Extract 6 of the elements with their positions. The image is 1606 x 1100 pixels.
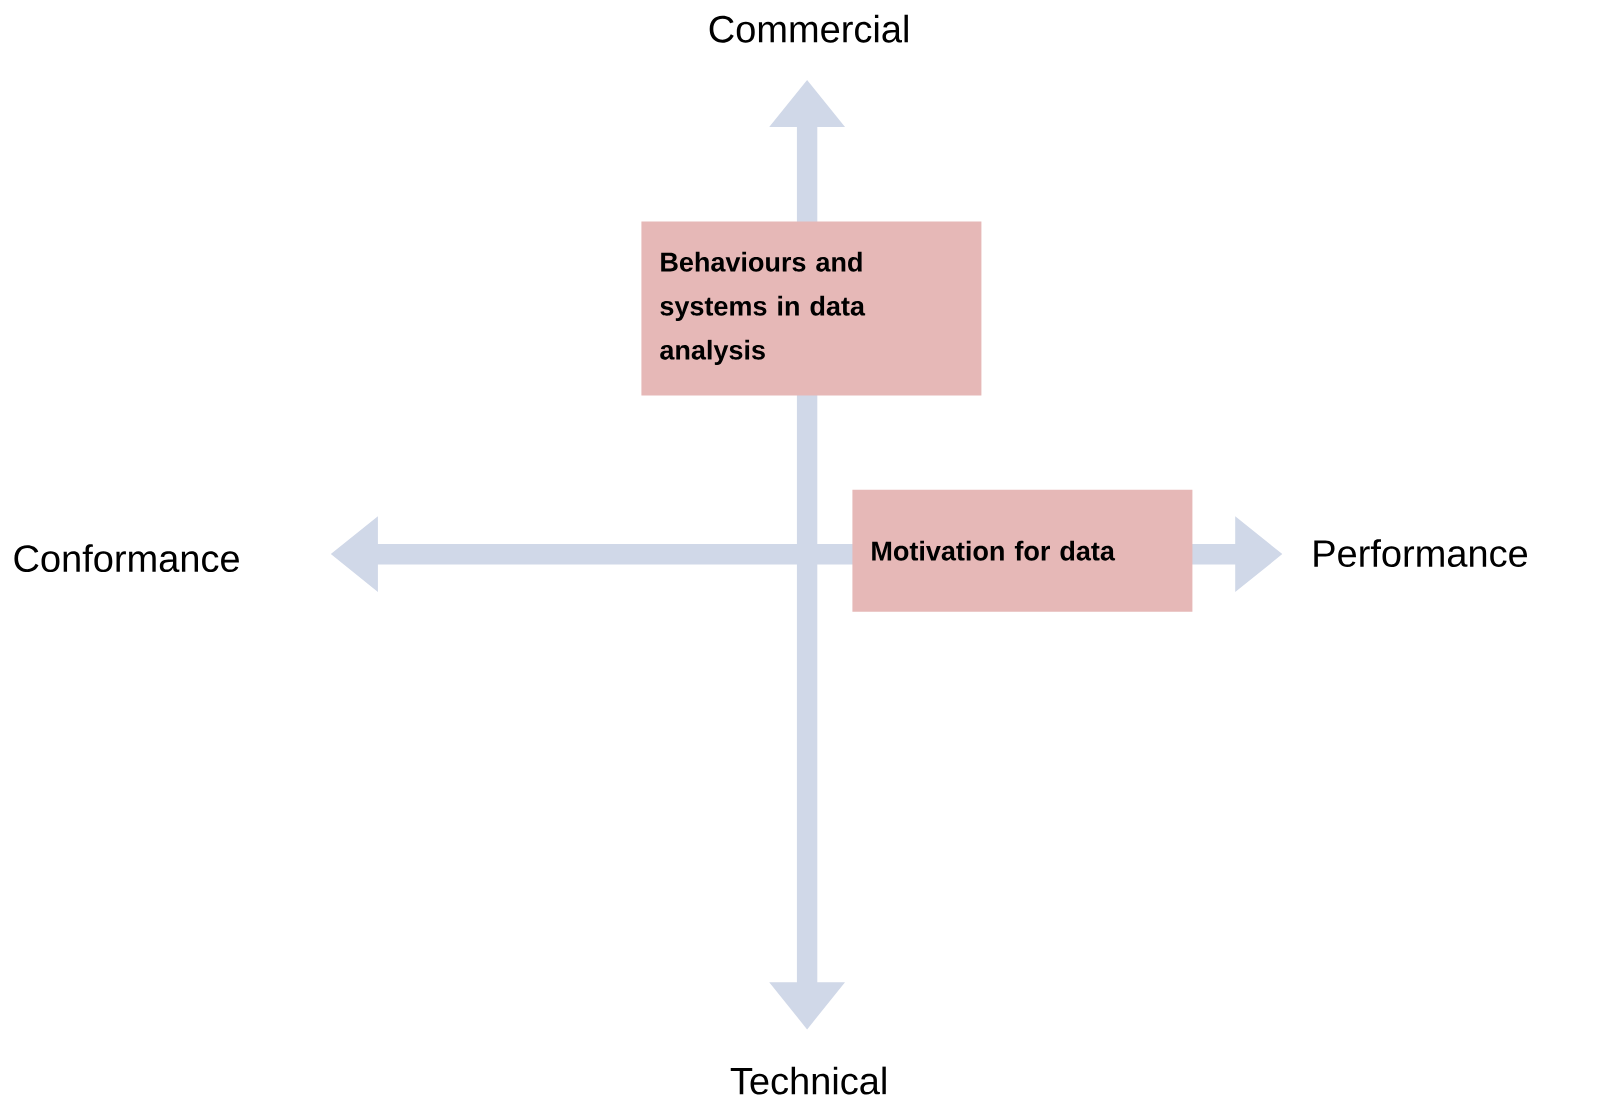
text-box: Motivation for data bbox=[852, 489, 1193, 612]
text-box: Behaviours and systems in data analysis bbox=[641, 221, 982, 396]
axis-label: Commercial bbox=[709, 14, 908, 43]
axis-label: Conformance bbox=[14, 544, 239, 573]
axis-label: Performance bbox=[1314, 539, 1528, 567]
axis-label: Technical bbox=[730, 1066, 886, 1095]
